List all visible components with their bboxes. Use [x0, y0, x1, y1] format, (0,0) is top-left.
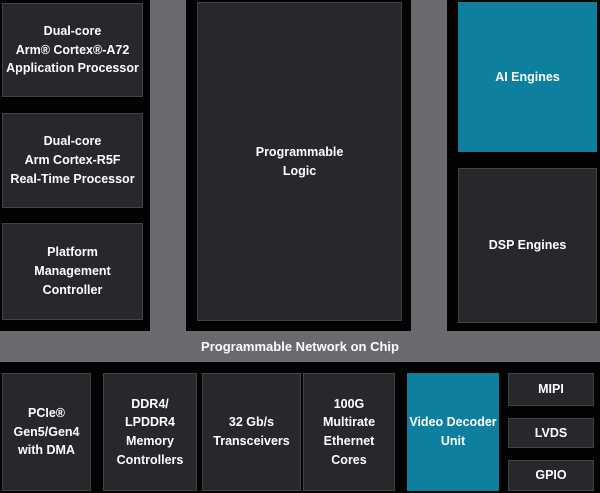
block-realtime-processor: Dual-core Arm Cortex-R5F Real-Time Proce…: [2, 113, 143, 208]
block-programmable-logic-label: Programmable Logic: [255, 144, 344, 178]
block-programmable-logic: Programmable Logic: [197, 2, 402, 321]
block-platform-management-controller-label: Platform Management Controller: [34, 245, 111, 297]
block-memory-controllers-label: DDR4/ LPDDR4 Memory Controllers: [116, 396, 184, 467]
block-gpio: GPIO: [508, 460, 594, 491]
block-video-decoder-unit-label: Video Decoder Unit: [409, 415, 497, 448]
block-transceivers: 32 Gb/s Transceivers: [202, 373, 301, 491]
noc-bar: Programmable Network on Chip: [0, 331, 600, 362]
block-pcie-label: PCIe® Gen5/Gen4 with DMA: [13, 405, 80, 458]
block-ai-engines-label: AI Engines: [495, 69, 560, 84]
block-lvds-label: LVDS: [534, 425, 568, 440]
block-dsp-engines-label: DSP Engines: [488, 238, 567, 253]
block-ethernet-cores: 100G Multirate Ethernet Cores: [303, 373, 395, 491]
block-video-decoder-unit: Video Decoder Unit: [407, 373, 499, 491]
block-platform-management-controller: Platform Management Controller: [2, 223, 143, 320]
block-application-processor-label: Dual-core Arm® Cortex®-A72 Application P…: [6, 23, 139, 76]
block-lvds: LVDS: [508, 418, 594, 448]
noc-vertical-connector-right: [411, 0, 447, 332]
block-gpio-label: GPIO: [535, 468, 567, 483]
block-mipi-label: MIPI: [538, 382, 564, 397]
block-ai-engines: AI Engines: [458, 2, 597, 152]
block-ethernet-cores-label: 100G Multirate Ethernet Cores: [322, 396, 376, 467]
block-mipi: MIPI: [508, 373, 594, 406]
block-dsp-engines: DSP Engines: [458, 168, 597, 323]
block-transceivers-label: 32 Gb/s Transceivers: [213, 415, 290, 448]
block-realtime-processor-label: Dual-core Arm Cortex-R5F Real-Time Proce…: [10, 134, 135, 186]
noc-bar-label: Programmable Network on Chip: [201, 339, 399, 354]
block-memory-controllers: DDR4/ LPDDR4 Memory Controllers: [103, 373, 197, 491]
block-pcie: PCIe® Gen5/Gen4 with DMA: [2, 373, 91, 491]
block-application-processor: Dual-core Arm® Cortex®-A72 Application P…: [2, 3, 143, 97]
noc-vertical-connector-left: [150, 0, 186, 332]
